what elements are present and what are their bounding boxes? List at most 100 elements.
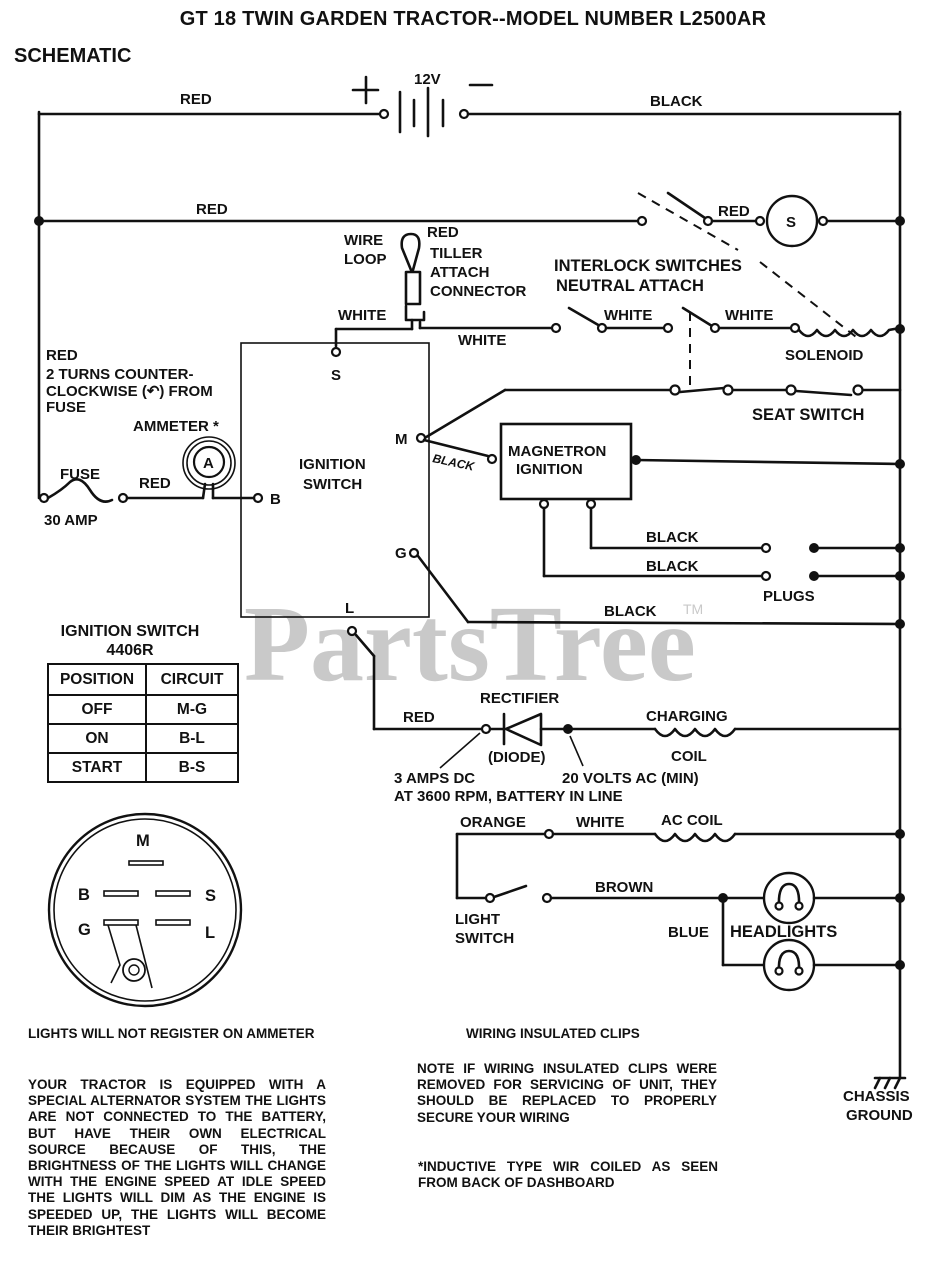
magnetron-circuit (416, 422, 905, 629)
ignition-switch-box (240, 342, 430, 618)
ignition-table-title-text: IGNITION SWITCH (60, 623, 200, 640)
label-terminal-b: B (270, 491, 281, 508)
ignition-switch-table: POSITION CIRCUIT OFF M-G ON B-L START B-… (47, 663, 239, 783)
label-magnetron-1: MAGNETRON (508, 443, 606, 460)
table-row: ON B-L (47, 723, 239, 754)
terminal-g (408, 547, 420, 559)
lighting-circuit (455, 828, 905, 992)
wire-label-light-brown: BROWN (595, 879, 653, 896)
label-fuse-rating: 30 AMP (44, 512, 98, 529)
label-headlights: HEADLIGHTS (730, 923, 837, 941)
label-ignition-switch-2: SWITCH (303, 476, 362, 493)
seat-switch-circuit (421, 384, 902, 441)
note-alternator: YOUR TRACTOR IS EQUIPPED WITH A SPECIAL … (28, 1077, 326, 1238)
table-header-row: POSITION CIRCUIT (47, 663, 239, 696)
wire-label-g-to-ground: BLACK (604, 603, 657, 620)
switch-face-label-b: B (78, 886, 90, 904)
wire-label-plug-1: BLACK (646, 529, 699, 546)
table-header-position: POSITION (47, 663, 147, 696)
label-tiller-2: TILLER (430, 245, 483, 262)
table-row: OFF M-G (47, 694, 239, 725)
label-chassis: CHASSIS (843, 1088, 910, 1105)
terminal-l (346, 625, 358, 637)
headlight-1-icon (762, 871, 816, 925)
ammeter-symbol: A (203, 455, 214, 472)
wire-label-light-white: WHITE (576, 814, 624, 831)
magnetron-box (499, 422, 633, 501)
wire-label-plug-2: BLACK (646, 558, 699, 575)
label-ammeter: AMMETER * (133, 418, 219, 435)
label-charging-coil-1: CHARGING (646, 708, 728, 725)
wire-label-m-to-magnetron: BLACK (431, 451, 476, 474)
starter-motor-icon (765, 194, 819, 248)
label-tiller-4: CONNECTOR (430, 283, 527, 300)
label-rectifier: RECTIFIER (480, 690, 559, 707)
label-rectifier-input: 20 VOLTS AC (MIN) (562, 770, 699, 787)
label-ignition-switch-1: IGNITION (299, 456, 366, 473)
table-header-circuit: CIRCUIT (145, 663, 239, 696)
wire-label-l-to-rectifier: RED (403, 709, 435, 726)
watermark-trademark: TM (683, 601, 703, 617)
terminal-s (330, 346, 342, 358)
starter-symbol: S (786, 214, 796, 231)
chassis-ground-icon (873, 1076, 907, 1090)
table-cell-circuit: B-S (145, 752, 239, 783)
switch-face-label-g: G (78, 921, 91, 939)
note-inductive: *INDUCTIVE TYPE WIR COILED AS SEEN FROM … (418, 1159, 718, 1191)
table-cell-position: START (47, 752, 147, 783)
label-rectifier-output-2: AT 3600 RPM, BATTERY IN LINE (394, 788, 623, 805)
switch-face-label-l: L (205, 924, 215, 942)
wire-label-battery-negative: BLACK (650, 93, 703, 110)
note-clips-title: WIRING INSULATED CLIPS (466, 1026, 640, 1041)
terminal-slot-l (155, 919, 191, 926)
terminal-slot-s (155, 890, 191, 897)
diagram-subtitle: SCHEMATIC (14, 45, 132, 67)
label-rectifier-output-1: 3 AMPS DC (394, 770, 475, 787)
starter-circuit (34, 191, 905, 251)
wire-label-headlight-blue: BLUE (668, 924, 709, 941)
label-ac-coil: AC COIL (661, 812, 723, 829)
ac-coil-icon (653, 832, 737, 843)
solenoid-coil-icon (797, 326, 902, 338)
fuse-ammeter-circuit (38, 436, 256, 504)
label-interlock-1: INTERLOCK SWITCHES (554, 257, 742, 275)
ignition-switch-face (47, 812, 243, 1008)
label-ground: GROUND (846, 1107, 913, 1124)
table-row: START B-S (47, 752, 239, 783)
ammeter-note-1: 2 TURNS COUNTER- (46, 366, 194, 383)
interlock-switches (550, 306, 905, 388)
label-light-switch-1: LIGHT (455, 911, 500, 928)
table-cell-circuit: M-G (145, 694, 239, 725)
table-cell-position: OFF (47, 694, 147, 725)
ignition-table-part-number: 4406R (106, 642, 154, 659)
note-ammeter: LIGHTS WILL NOT REGISTER ON AMMETER (28, 1026, 315, 1041)
label-charging-coil-2: COIL (671, 748, 707, 765)
terminal-slot-m (128, 860, 164, 866)
switch-face-label-s: S (205, 887, 216, 905)
tiller-connector-icon (334, 232, 554, 348)
fuse-icon (46, 478, 114, 503)
label-tiller-3: ATTACH (430, 264, 489, 281)
label-terminal-g: G (395, 545, 407, 562)
wire-label-battery-positive: RED (180, 91, 212, 108)
wire-label-tiller-white-left: WHITE (338, 307, 386, 324)
wire-label-light-orange: ORANGE (460, 814, 526, 831)
label-plugs: PLUGS (763, 588, 815, 605)
charging-coil-icon (653, 727, 737, 738)
terminal-slot-g (103, 919, 139, 926)
ammeter-note-3: FUSE (46, 399, 86, 416)
label-wire-loop-1: WIRE (344, 232, 383, 249)
interlock-linkage (759, 261, 861, 341)
ignition-table-title: IGNITION SWITCH 4406R (40, 622, 220, 660)
diode-triangle-icon (504, 712, 543, 747)
wire-label-fuse-to-ammeter: RED (139, 475, 171, 492)
table-cell-circuit: B-L (145, 723, 239, 754)
diagram-title: GT 18 TWIN GARDEN TRACTOR--MODEL NUMBER … (179, 8, 767, 30)
ammeter-note-2: CLOCKWISE (↶) FROM (46, 383, 213, 400)
wire-label-main-red: RED (196, 201, 228, 218)
label-light-switch-2: SWITCH (455, 930, 514, 947)
wire-label-interlock-white-1: WHITE (604, 307, 652, 324)
label-magnetron-2: IGNITION (516, 461, 583, 478)
label-tiller-1: RED (427, 224, 459, 241)
